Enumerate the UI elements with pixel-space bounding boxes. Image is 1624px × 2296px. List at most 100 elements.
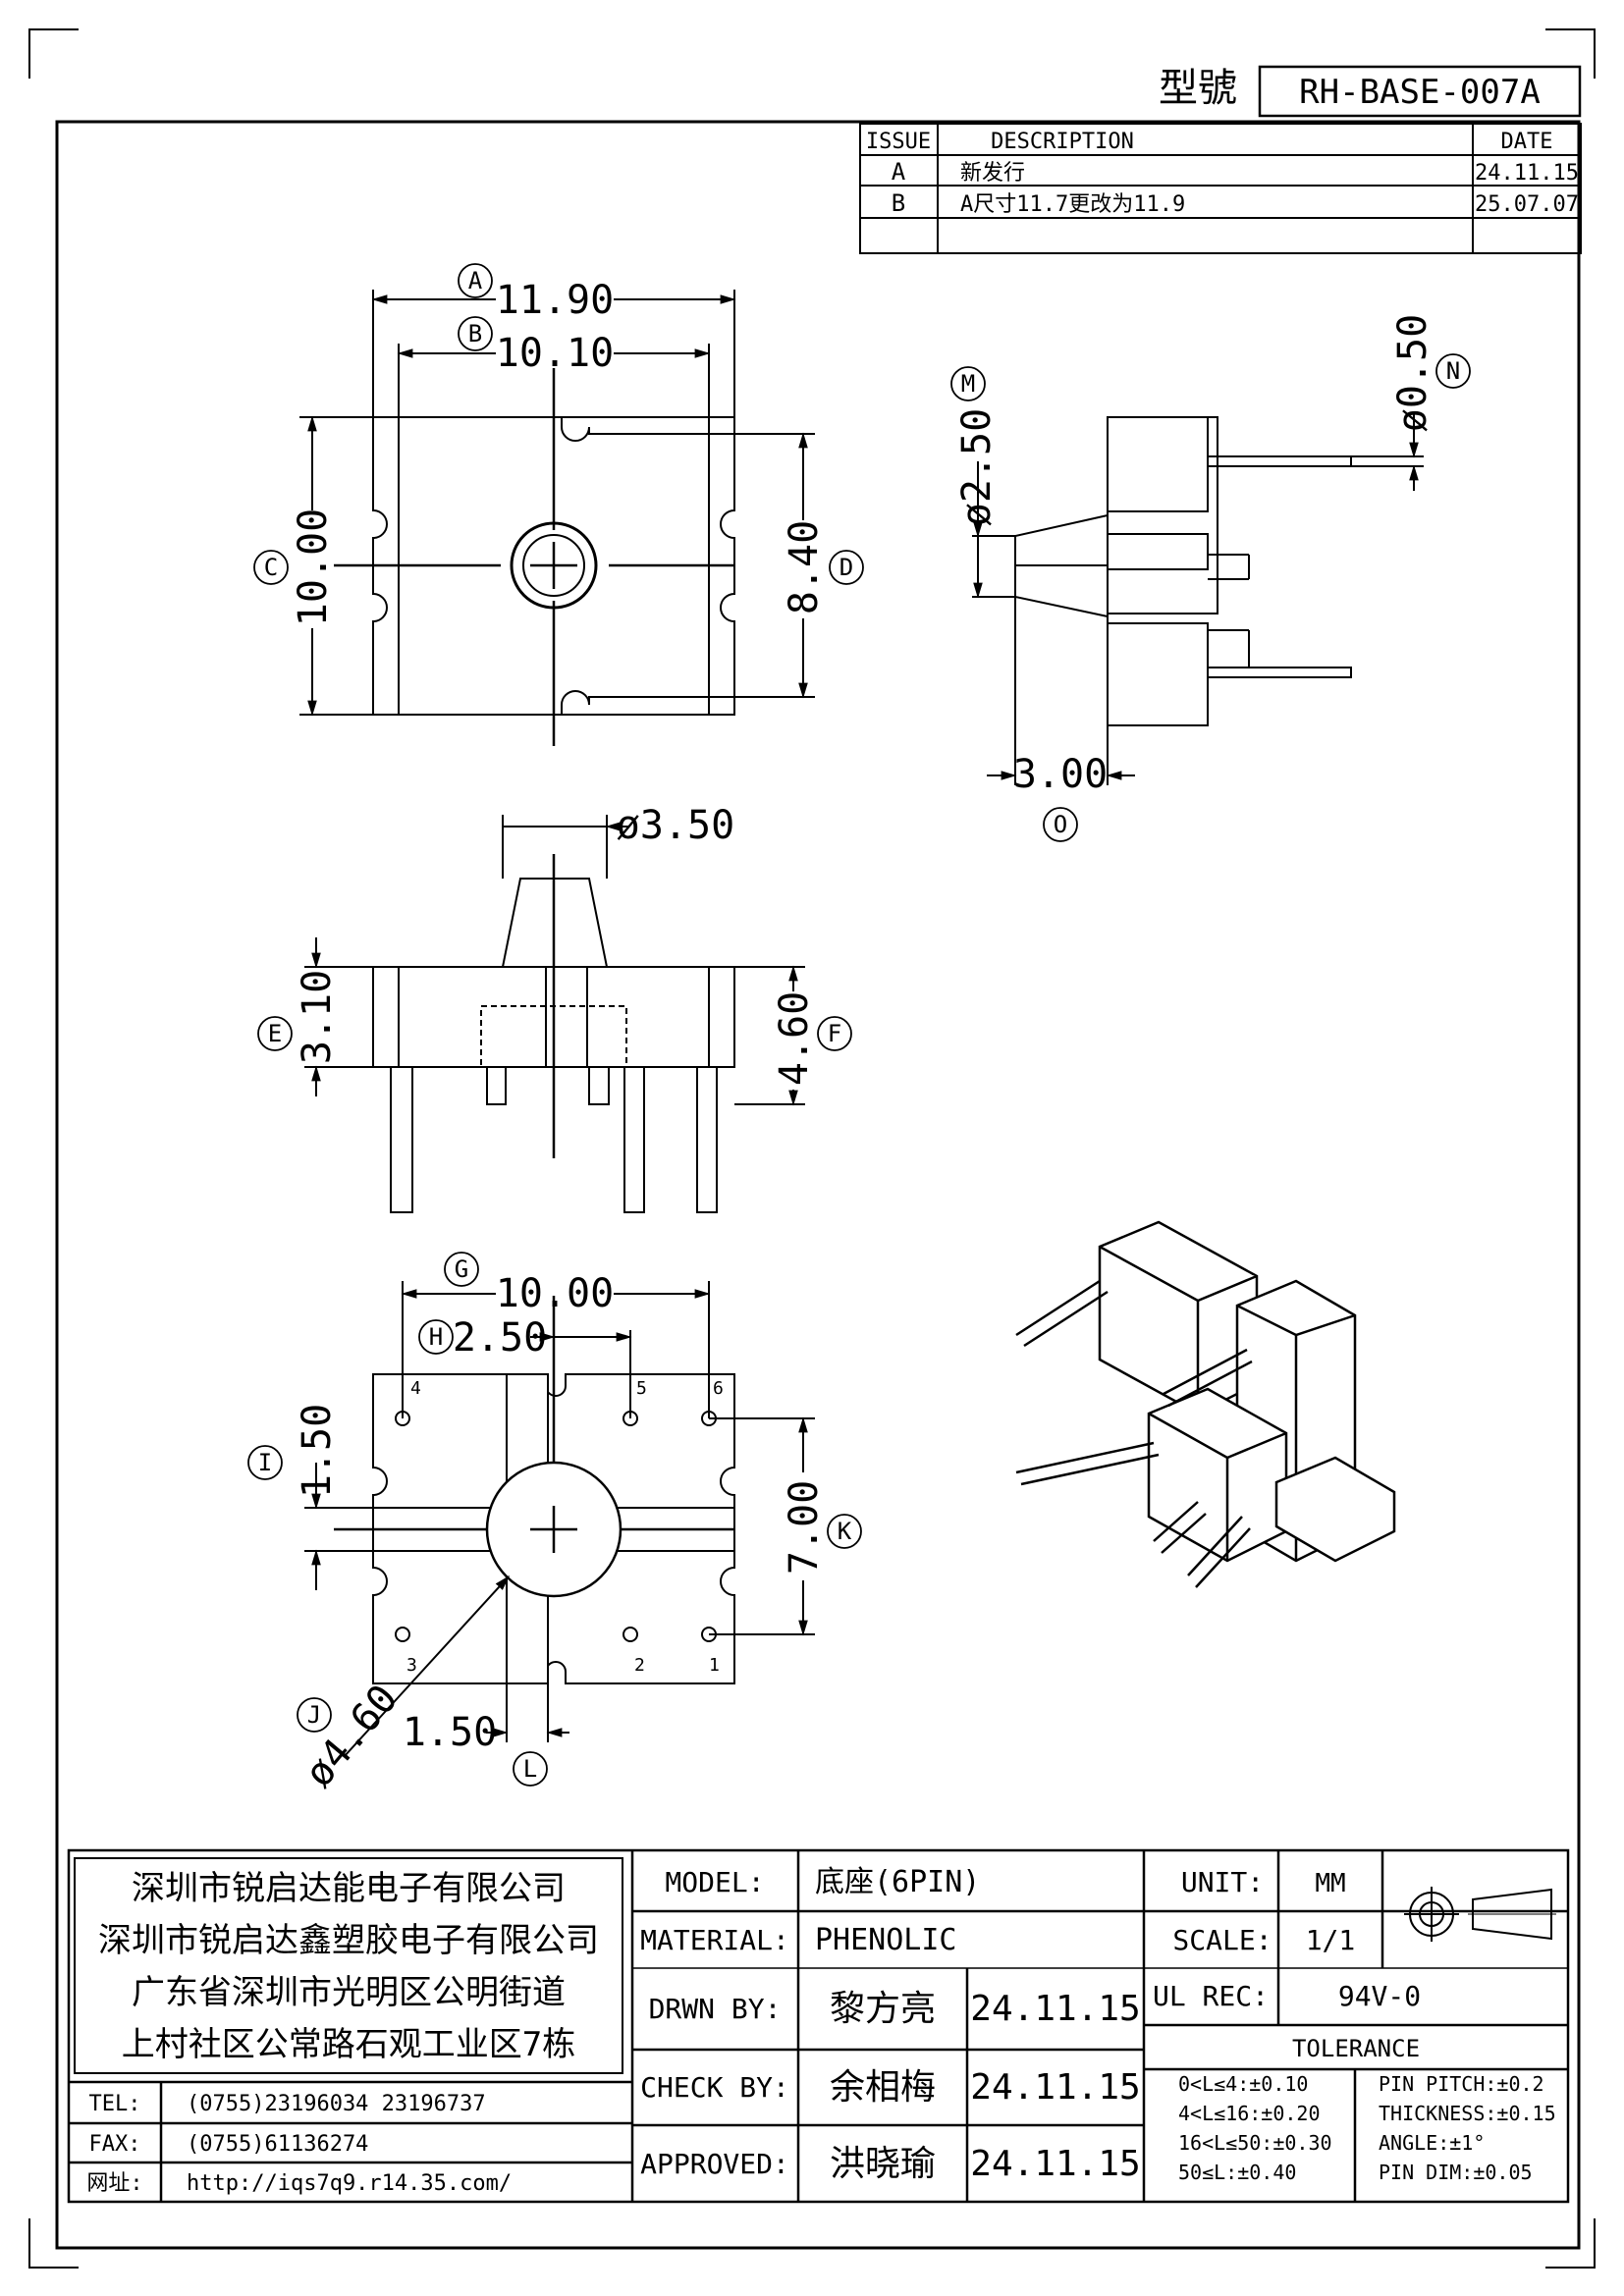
dim-i-value: 1.50 [295,1404,340,1498]
tolerance-item: PIN DIM:±0.05 [1379,2161,1533,2184]
dim-d-value: 8.40 [782,520,827,614]
dim-g-value: 10.00 [496,1271,614,1316]
rev-header-issue: ISSUE [866,130,931,154]
tag-g: G [455,1255,468,1283]
top-view [299,290,815,746]
front-view [304,815,805,1213]
bottom-view [304,1281,815,1758]
tag-i: I [258,1449,272,1476]
web-value: http://iqs7q9.r14.35.com/ [187,2171,512,2196]
rev-row-issue: A [892,158,906,186]
drawn-label: DRWN BY: [649,1993,782,2025]
scale-label: SCALE: [1172,1924,1272,1956]
unit-value: MM [1315,1869,1345,1898]
side-view [972,412,1424,785]
ul-label: UL REC: [1153,1980,1269,2012]
model-box [1258,65,1582,118]
model-value: RH-BASE-007A [1299,73,1541,112]
dim-h-value: 2.50 [453,1315,547,1361]
scale-value: 1/1 [1306,1924,1356,1956]
company-line: 深圳市锐启达能电子有限公司 [132,1869,566,1908]
tolerance-item: ANGLE:±1° [1379,2131,1485,2155]
dim-l-value: 1.50 [403,1710,497,1755]
dimension-tag-letters: A B C D M N O E F G H I K J L [258,267,1460,1783]
projection-symbol [1404,1887,1556,1942]
check-label: CHECK BY: [640,2071,789,2104]
rev-row-issue: B [892,189,905,217]
pin-number: 6 [713,1378,724,1399]
pin-number: 4 [410,1378,421,1399]
tag-d: D [839,554,853,581]
dim-f-value: 4.60 [772,991,817,1086]
tel-value: (0755)23196034 23196737 [187,2092,486,2116]
dim-m-value: ø2.50 [954,408,1000,526]
company-line: 上村社区公常路石观工业区7栋 [122,2025,575,2064]
rev-header-description: DESCRIPTION [991,130,1134,154]
tolerance-item: PIN PITCH:±0.2 [1379,2072,1544,2096]
company-line: 深圳市锐启达鑫塑胶电子有限公司 [98,1921,599,1960]
tag-a: A [468,267,483,294]
unit-label: UNIT: [1181,1866,1264,1898]
tolerance-item: 0<L≤4:±0.10 [1178,2072,1308,2096]
tag-l: L [523,1755,537,1783]
pin-numbers: 4 5 6 3 2 1 [406,1378,724,1676]
tolerance-label: TOLERANCE [1292,2035,1420,2062]
rev-row-date: 24.11.15 [1475,161,1579,186]
material-value: PHENOLIC [815,1923,957,1957]
drawn-by: 黎方亮 [830,1989,936,2029]
rev-row-desc: A尺寸11.7更改为11.9 [960,192,1185,217]
rev-row-date: 25.07.07 [1475,192,1579,217]
tolerance-item: 50≤L:±0.40 [1178,2161,1296,2184]
dim-o-value: 3.00 [1013,752,1108,797]
check-date: 24.11.15 [970,2067,1140,2108]
tolerance-item: 16<L≤50:±0.30 [1178,2131,1332,2155]
rev-header-date: DATE [1501,130,1553,154]
tag-k: K [838,1518,852,1545]
tag-b: B [468,320,482,347]
ul-value: 94V-0 [1338,1980,1421,2012]
pin-number: 5 [636,1378,647,1399]
approved-label: APPROVED: [640,2148,789,2180]
pin-number: 2 [634,1655,645,1676]
dimension-labels: 11.90 10.10 10.00 8.40 ø2.50 ø0.50 3.00 … [291,278,1435,1796]
tag-h: H [429,1323,443,1351]
pin-number: 3 [406,1655,417,1676]
tag-c: C [264,554,278,581]
model-field-value: 底座(6PIN) [815,1865,980,1899]
revision-table [859,123,1582,254]
tolerance-item: THICKNESS:±0.15 [1379,2102,1556,2125]
tag-m: M [961,370,975,398]
tag-e: E [268,1020,282,1047]
check-by: 余相梅 [830,2067,936,2108]
web-label: 网址: [86,2171,142,2196]
dim-p-value: ø3.50 [617,803,734,848]
tag-n: N [1446,357,1460,385]
rev-row-desc: 新发行 [960,161,1025,186]
dim-n-value: ø0.50 [1390,314,1435,432]
approved-date: 24.11.15 [970,2144,1140,2184]
drawn-date: 24.11.15 [970,1989,1140,2029]
title-block [67,1848,1570,2204]
dim-b-value: 10.10 [496,331,614,376]
tag-j: J [307,1701,321,1729]
sheet-frame [28,28,1596,2269]
dim-j-value: ø4.60 [297,1677,407,1796]
dim-c-value: 10.00 [291,508,336,626]
fax-value: (0755)61136274 [187,2132,368,2157]
company-line: 广东省深圳市光明区公明街道 [132,1973,566,2012]
tel-label: TEL: [89,2092,141,2116]
tag-f: F [828,1020,841,1047]
dim-e-value: 3.10 [295,970,340,1064]
tag-o: O [1054,811,1067,838]
isometric-view [1015,1220,1396,1588]
model-label: 型號 [1159,66,1237,111]
fax-label: FAX: [89,2132,141,2157]
dim-k-value: 7.00 [782,1480,827,1575]
material-label: MATERIAL: [640,1924,789,1956]
dim-a-value: 11.90 [496,278,614,323]
pin-number: 1 [709,1655,720,1676]
model-field-label: MODEL: [665,1866,764,1898]
approved-by: 洪晓瑜 [830,2144,936,2184]
tolerance-item: 4<L≤16:±0.20 [1178,2102,1321,2125]
